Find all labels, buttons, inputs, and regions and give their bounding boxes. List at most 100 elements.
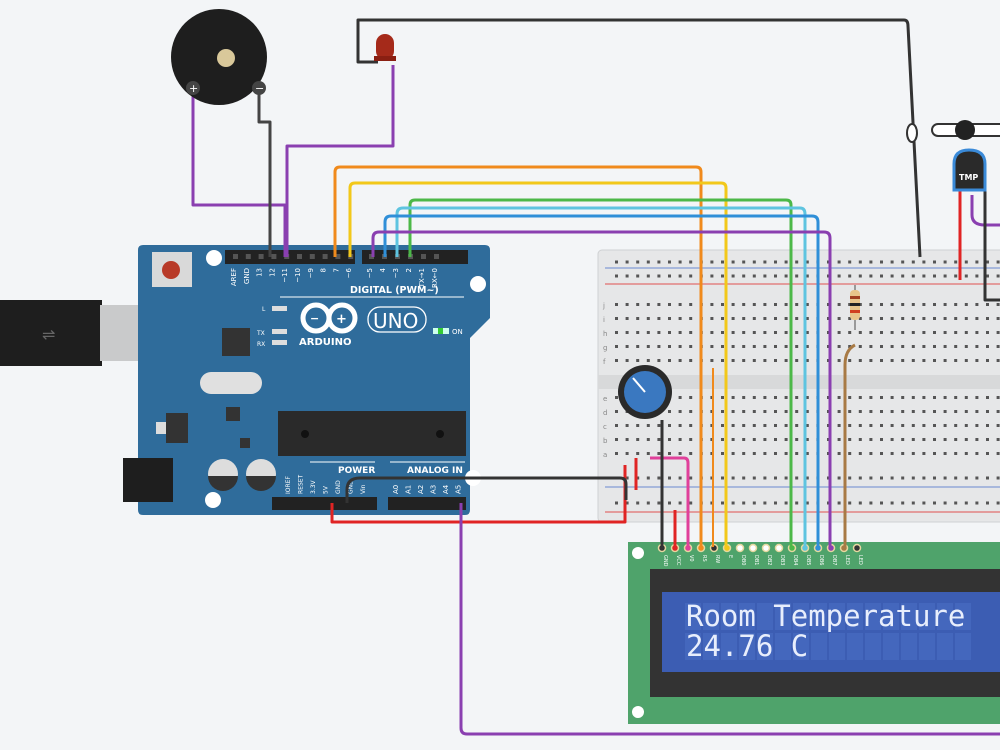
hole xyxy=(922,303,926,306)
hole xyxy=(646,317,650,320)
hole xyxy=(784,345,788,348)
hole xyxy=(636,359,640,362)
hole xyxy=(721,359,724,362)
row-label: d xyxy=(603,409,607,417)
potentiometer[interactable] xyxy=(618,365,672,419)
hole xyxy=(742,345,746,348)
hole xyxy=(943,303,947,306)
hole xyxy=(964,331,968,334)
analog-label: ANALOG IN xyxy=(407,466,463,476)
led-l-label: L xyxy=(262,306,266,313)
lcd-pin-label: DB4 xyxy=(792,555,798,565)
analog-pin-label: A3 xyxy=(430,485,438,494)
hole xyxy=(837,345,841,348)
hole xyxy=(901,331,905,334)
analog-header xyxy=(388,497,466,510)
digital-header-left xyxy=(225,250,355,264)
hole xyxy=(646,359,650,362)
hole xyxy=(752,345,756,348)
hole xyxy=(848,359,852,362)
hole xyxy=(710,331,714,334)
digital-pin-label: 13 xyxy=(256,268,264,277)
hole xyxy=(678,359,682,362)
row-label: b xyxy=(603,437,608,445)
digital-pin-label: 7 xyxy=(332,268,340,272)
temperature-sensor[interactable]: TMP xyxy=(952,148,987,192)
row-label: e xyxy=(603,395,607,403)
power-pin-label: GND xyxy=(335,480,342,494)
digital-pin-label: ~6 xyxy=(345,267,353,278)
hole xyxy=(752,331,756,334)
slide-switch[interactable] xyxy=(906,120,1000,143)
hole xyxy=(986,345,989,348)
resistor[interactable] xyxy=(850,285,860,330)
hole xyxy=(848,345,852,348)
hole xyxy=(890,303,894,306)
hole xyxy=(880,359,883,362)
hole xyxy=(752,317,756,320)
buzzer-plus-label: + xyxy=(189,82,198,95)
hole xyxy=(837,359,841,362)
power-jack xyxy=(123,458,173,502)
hole xyxy=(731,359,735,362)
lcd-pin-label: RS xyxy=(701,555,707,562)
wire-resistor-led xyxy=(843,343,856,547)
buzzer-minus-label: − xyxy=(255,82,264,95)
lcd-pin-label: LED xyxy=(857,555,863,565)
hole xyxy=(774,317,777,320)
power-pin-label: Vin xyxy=(360,484,367,494)
svg-text:−: − xyxy=(310,312,319,325)
lcd-pin-label: RW xyxy=(714,555,720,563)
hole xyxy=(657,331,661,334)
hole xyxy=(625,345,629,348)
power-pin-label: 5V xyxy=(323,485,330,494)
hole xyxy=(964,359,968,362)
hole xyxy=(689,303,693,306)
hole xyxy=(668,331,671,334)
wire-pin9 xyxy=(333,165,703,547)
hole xyxy=(975,345,979,348)
buzzer[interactable]: + − xyxy=(171,9,267,105)
digital-pin-label: 12 xyxy=(268,268,276,277)
lcd-pin-label: DB1 xyxy=(753,555,759,565)
hole xyxy=(805,331,809,334)
lcd-pin-label: DB6 xyxy=(818,555,824,565)
hole xyxy=(964,345,968,348)
hole xyxy=(880,303,883,306)
hole xyxy=(869,345,873,348)
hole xyxy=(986,303,989,306)
hole xyxy=(678,331,682,334)
hole xyxy=(869,303,873,306)
hole xyxy=(752,303,756,306)
hole xyxy=(954,345,958,348)
power-pin-label: IOREF xyxy=(285,476,292,494)
wire-pin8 xyxy=(348,181,728,547)
hole xyxy=(615,303,618,306)
lcd-pin-label: E xyxy=(727,555,733,558)
hole xyxy=(636,331,640,334)
digital-label: DIGITAL (PWM~) xyxy=(350,285,439,296)
power-pin-label: GND xyxy=(348,480,355,494)
hole xyxy=(975,303,979,306)
hole xyxy=(805,345,809,348)
hole xyxy=(710,317,714,320)
lcd-pin-label: DB7 xyxy=(831,555,837,565)
hole xyxy=(848,303,852,306)
hole xyxy=(848,317,852,320)
hole xyxy=(911,303,915,306)
hole xyxy=(911,345,915,348)
hole xyxy=(922,317,926,320)
wires[interactable] xyxy=(191,18,1000,736)
digital-header-right xyxy=(362,250,468,264)
red-led[interactable] xyxy=(374,34,396,61)
digital-pin-label: GND xyxy=(243,268,251,284)
hole xyxy=(795,317,799,320)
hole xyxy=(795,331,799,334)
hole xyxy=(996,345,1000,348)
row-label: j xyxy=(602,302,605,310)
digital-pin-label: 2 xyxy=(405,268,413,272)
